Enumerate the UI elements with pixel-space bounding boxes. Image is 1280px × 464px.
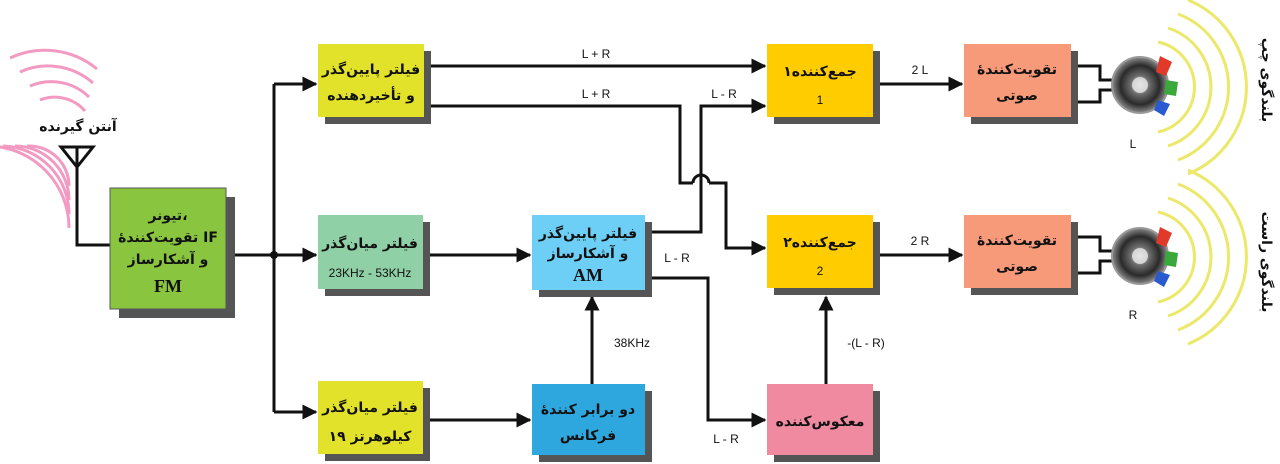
adder1-line1: جمع‌کننده۱ xyxy=(783,64,857,80)
antenna-label: آنتن گیرنده xyxy=(39,117,118,135)
amp-left-line1: تقویت‌کنندهٔ xyxy=(977,62,1057,78)
amp-right-block: تقویت‌کنندهٔ صوتی xyxy=(964,215,1078,295)
amp-left-line2: صوتی xyxy=(996,88,1038,104)
am-detector-line2: و آشکارساز xyxy=(547,244,629,262)
pilot-filter-block: فیلتر میان‌گذر ۱۹ کیلوهرتز xyxy=(318,381,430,461)
antenna-icon xyxy=(57,145,110,247)
adder1-block: جمع‌کننده۱ 1 xyxy=(767,44,880,124)
signal-label-38khz: 38KHz xyxy=(614,336,650,350)
bandpass-line1: فیلتر میان‌گذر xyxy=(321,235,418,252)
inverter-line1: معکوس‌کننده xyxy=(776,414,865,430)
signal-lines xyxy=(235,58,964,428)
amp-right-line2: صوتی xyxy=(996,259,1038,275)
adder2-line1: جمع‌کننده۲ xyxy=(783,235,857,251)
signal-label-lr-sum-mid: L + R xyxy=(582,87,611,101)
speaker-left-letter: L xyxy=(1130,137,1137,151)
lowpass-delay-block: فیلتر پایین‌گذر و تأخیردهنده xyxy=(318,44,431,124)
speaker-left-icon xyxy=(1111,0,1248,176)
tuner-line4: FM xyxy=(154,276,182,296)
speaker-left-caption: بلندگوی چپ xyxy=(1258,38,1275,122)
inverter-block: معکوس‌کننده xyxy=(767,384,880,462)
adder1-line2: 1 xyxy=(817,93,824,107)
pilot-filter-line2: ۱۹ کیلوهرتز xyxy=(329,429,413,445)
signal-label-lr-sum-top: L + R xyxy=(582,47,611,61)
tuner-line1: تیونر، xyxy=(147,208,187,224)
speaker-right-letter: R xyxy=(1129,308,1138,322)
amp-left-block: تقویت‌کنندهٔ صوتی xyxy=(964,44,1078,124)
tuner-block: تیونر، تقویت‌کنندهٔ IF و آشکارساز FM xyxy=(109,187,235,318)
tuner-line2: تقویت‌کنندهٔ IF xyxy=(118,230,218,246)
signal-label-lr-diff-top: L - R xyxy=(711,87,737,101)
amp-right-line1: تقویت‌کنندهٔ xyxy=(977,233,1057,249)
bandpass-block: فیلتر میان‌گذر 23KHz - 53KHz xyxy=(318,215,430,296)
speaker-wires xyxy=(1078,64,1114,275)
speaker-right-caption: بلندگوی راست xyxy=(1258,212,1275,313)
doubler-line2: فرکانس xyxy=(560,428,616,444)
doubler-block: دو برابر کنندهٔ فرکانس xyxy=(532,384,652,462)
junction-dot xyxy=(270,251,278,259)
adder2-line2: 2 xyxy=(817,264,824,278)
speaker-right-icon xyxy=(1111,168,1248,346)
am-detector-block: فیلتر پایین‌گذر و آشکارساز AM xyxy=(532,215,652,297)
signal-label-lr-diff-bottom: L - R xyxy=(713,432,739,446)
doubler-line1: دو برابر کنندهٔ xyxy=(541,402,635,418)
am-detector-line1: فیلتر پایین‌گذر xyxy=(538,225,637,242)
signal-label-2l: 2 L xyxy=(912,63,929,77)
signal-label-lr-diff-mid: L - R xyxy=(664,251,690,265)
antenna-waves xyxy=(0,48,98,229)
am-detector-line3: AM xyxy=(573,265,603,285)
signal-label-neg-diff: -(L - R) xyxy=(847,336,885,350)
signal-label-2r: 2 R xyxy=(911,234,930,248)
tuner-line3: و آشکارساز xyxy=(127,250,209,268)
pilot-filter-line1: فیلتر میان‌گذر xyxy=(321,399,418,416)
lowpass-delay-line1: فیلتر پایین‌گذر xyxy=(321,61,420,78)
adder2-block: جمع‌کننده۲ 2 xyxy=(767,215,880,295)
bandpass-line2: 23KHz - 53KHz xyxy=(329,266,412,280)
lowpass-delay-line2: و تأخیردهنده xyxy=(327,86,415,104)
